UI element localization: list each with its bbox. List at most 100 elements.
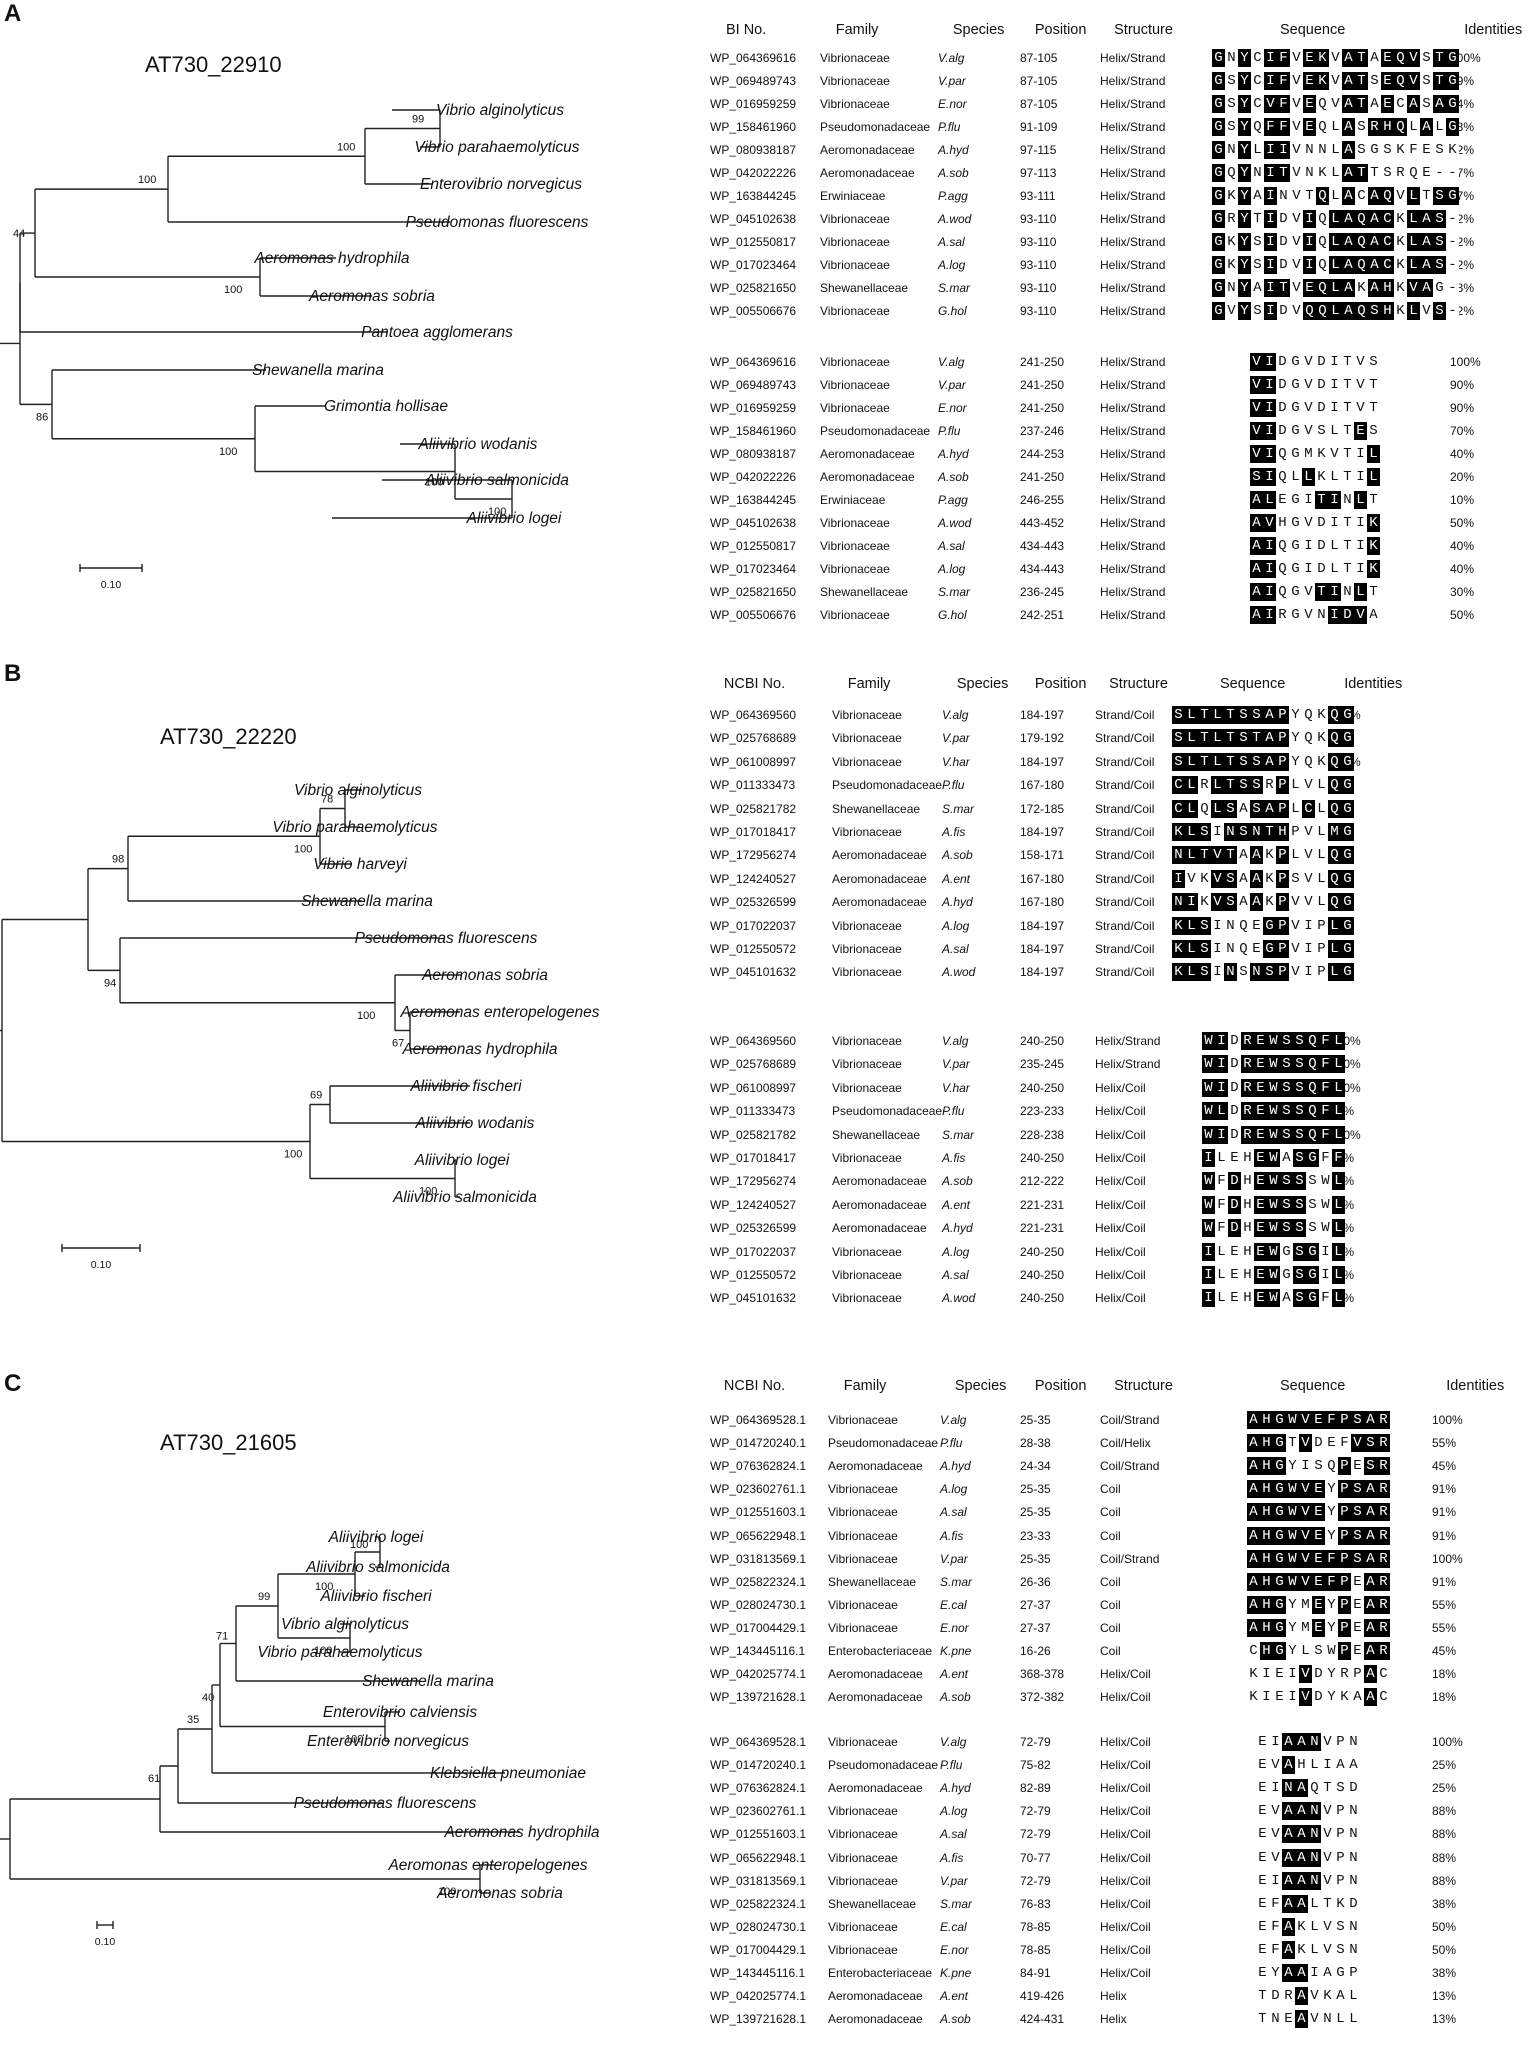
residue: E bbox=[1256, 1848, 1269, 1867]
identity: 13% bbox=[1432, 1989, 1457, 2004]
species: A.sal bbox=[940, 1505, 967, 1520]
residue: S bbox=[1293, 1055, 1306, 1074]
residue: K bbox=[1172, 963, 1185, 982]
residue: A bbox=[1364, 1480, 1377, 1499]
residue: L bbox=[1332, 1266, 1345, 1284]
family: Aeromonadaceae bbox=[832, 895, 927, 910]
residue: F bbox=[1319, 1055, 1332, 1074]
accession-number: WP_042022226 bbox=[710, 470, 797, 484]
leaf-label: Enterovibrio norvegicus bbox=[307, 1733, 469, 1750]
structure: Helix/Strand bbox=[1100, 97, 1166, 111]
residue: P bbox=[1338, 1618, 1351, 1637]
residue: H bbox=[1260, 1549, 1273, 1568]
residue: V bbox=[1308, 1987, 1321, 2006]
bootstrap-value: 100 bbox=[337, 141, 355, 153]
residue: E bbox=[1254, 1172, 1267, 1191]
residue: Q bbox=[1355, 210, 1368, 228]
residue: K bbox=[1367, 514, 1380, 532]
accession-number: WP_076362824.1 bbox=[710, 1459, 807, 1474]
accession-number: WP_158461960 bbox=[710, 120, 797, 134]
residue: A bbox=[1364, 1688, 1377, 1707]
residue: Q bbox=[1306, 1078, 1319, 1097]
species: V.par bbox=[938, 378, 966, 392]
position: 93-111 bbox=[1020, 189, 1056, 203]
residue: I bbox=[1264, 279, 1277, 297]
accession-number: WP_042025774.1 bbox=[710, 1989, 807, 2004]
accession-number: WP_028024730.1 bbox=[710, 1597, 807, 1612]
family: Vibrionaceae bbox=[832, 825, 902, 839]
residue: T bbox=[1355, 95, 1368, 113]
residue: E bbox=[1312, 1572, 1325, 1591]
residue: I bbox=[1302, 916, 1315, 935]
column-header-structure: Structure bbox=[1109, 676, 1168, 692]
residue: V bbox=[1321, 1871, 1334, 1890]
residue: L bbox=[1332, 1125, 1345, 1144]
residue: V bbox=[1290, 164, 1303, 182]
identity: 18% bbox=[1432, 1667, 1457, 1682]
residue: Q bbox=[1276, 583, 1289, 601]
residue: H bbox=[1241, 1242, 1254, 1261]
residue: E bbox=[1381, 95, 1394, 113]
residue: F bbox=[1215, 1219, 1228, 1238]
column-header-species: Species bbox=[952, 22, 1005, 38]
residue: N bbox=[1341, 583, 1354, 601]
residue: L bbox=[1289, 846, 1302, 865]
residue: R bbox=[1338, 1665, 1351, 1684]
leaf-label: Enterovibrio norvegicus bbox=[420, 176, 582, 193]
family: Aeromonadaceae bbox=[820, 447, 915, 461]
residue: S bbox=[1315, 422, 1328, 440]
residue: S bbox=[1280, 1195, 1293, 1214]
residue: L bbox=[1263, 491, 1276, 509]
residue: V bbox=[1420, 302, 1433, 320]
residue: P bbox=[1334, 1802, 1347, 1821]
structure: Coil/Helix bbox=[1100, 1436, 1151, 1451]
position: 78-85 bbox=[1020, 1942, 1051, 1957]
structure: Helix/Strand bbox=[1095, 1034, 1161, 1048]
residue: K bbox=[1316, 49, 1329, 67]
residue: W bbox=[1202, 1078, 1215, 1097]
residue: T bbox=[1433, 72, 1446, 90]
residue: A bbox=[1321, 1964, 1334, 1982]
position: 25-35 bbox=[1020, 1505, 1051, 1520]
residue: A bbox=[1295, 1987, 1308, 2006]
residue: I bbox=[1264, 187, 1277, 205]
residue: T bbox=[1367, 399, 1380, 417]
species: A.wod bbox=[938, 212, 972, 226]
residue: Q bbox=[1355, 233, 1368, 251]
identity: 38% bbox=[1432, 1966, 1457, 1980]
residue: G bbox=[1446, 118, 1459, 136]
residue: V bbox=[1250, 422, 1263, 440]
residue: A bbox=[1368, 187, 1381, 205]
leaf-label: Aeromonas hydrophila bbox=[253, 250, 409, 267]
residue: W bbox=[1267, 1102, 1280, 1121]
residue: S bbox=[1280, 1219, 1293, 1238]
residue: A bbox=[1407, 95, 1420, 113]
residue: H bbox=[1276, 823, 1289, 841]
column-header-species: Species bbox=[956, 676, 1009, 692]
residue: R bbox=[1241, 1125, 1254, 1144]
residue: D bbox=[1228, 1032, 1241, 1050]
species: A.sal bbox=[940, 1827, 967, 1842]
residue: T bbox=[1368, 164, 1381, 182]
residue: S bbox=[1420, 49, 1433, 67]
residue: I bbox=[1302, 537, 1315, 555]
residue: R bbox=[1377, 1549, 1390, 1568]
bootstrap-value: 44 bbox=[13, 228, 25, 240]
residue: G bbox=[1212, 72, 1225, 90]
residue: S bbox=[1251, 302, 1264, 320]
residue: I bbox=[1319, 1266, 1332, 1284]
position: 212-222 bbox=[1020, 1174, 1065, 1189]
identity: 25% bbox=[1432, 1781, 1457, 1796]
residue: V bbox=[1289, 916, 1302, 935]
residue: A bbox=[1282, 1894, 1295, 1913]
residue: W bbox=[1267, 1032, 1280, 1050]
residue: G bbox=[1341, 940, 1354, 958]
residue: D bbox=[1228, 1172, 1241, 1191]
